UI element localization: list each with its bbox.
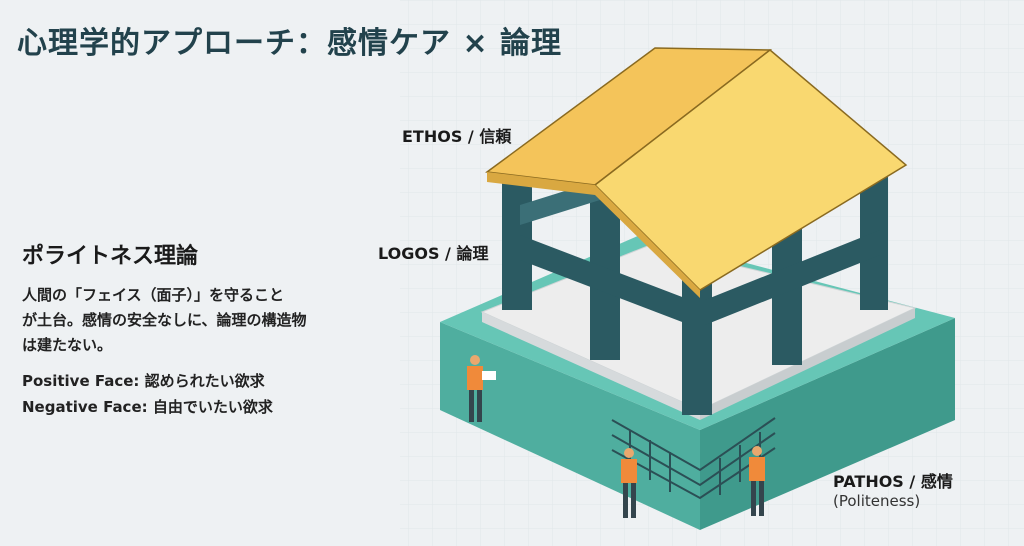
ethos-label: ETHOS / 信頼 [402, 127, 512, 146]
logos-label: LOGOS / 論理 [378, 244, 489, 263]
page-title: 心理学的アプローチ：感情ケア × 論理 [17, 26, 563, 61]
negative-face-text: Negative Face: 自由でいたい欲求 [22, 398, 273, 416]
body-line: は建たない。 [22, 336, 113, 354]
body-line: 人間の「フェイス（面子）」を守ること [22, 286, 285, 304]
pathos-label: PATHOS / 感情 [833, 472, 953, 491]
pathos-sublabel: (Politeness) [833, 492, 921, 510]
roof [485, 47, 908, 298]
body-line: が土台。感情の安全なしに、論理の構造物 [22, 311, 307, 329]
worker-figures [467, 355, 765, 518]
positive-face-text: Positive Face: 認められたい欲求 [22, 372, 265, 390]
panel-heading: ポライトネス理論 [22, 244, 199, 269]
panel-body: 人間の「フェイス（面子）」を守ること が土台。感情の安全なしに、論理の構造物 は… [22, 283, 362, 358]
